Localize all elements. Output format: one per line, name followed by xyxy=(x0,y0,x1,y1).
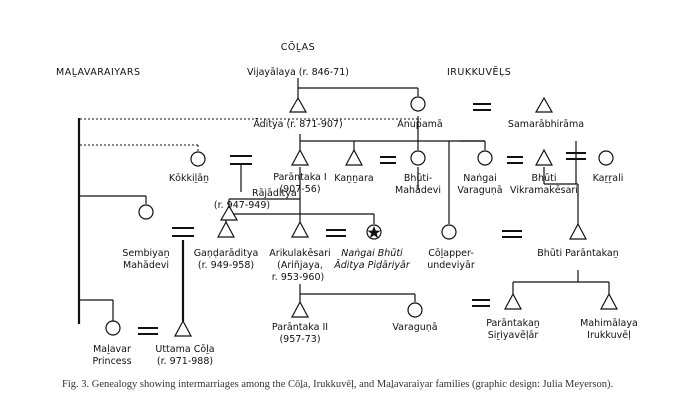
group-label-colas: CŌḺAS xyxy=(281,42,315,53)
person-label-varaguna: Varaguṇā xyxy=(392,322,437,333)
male-triangle-arikulakesari xyxy=(291,220,309,238)
person-label-vijayalaya: Vijayālaya (r. 846-71) xyxy=(247,67,349,78)
male-triangle-mahimalaya xyxy=(600,292,618,310)
person-label-arikulakesari-dates: r. 953-960) xyxy=(272,272,324,283)
person-label-mahimalaya-2: Irukkuvēḷ xyxy=(587,330,631,341)
person-label-arikulakesari-2: (Ariñjaya, xyxy=(277,260,323,271)
person-label-parantakan-siriyavelar-2: Siṟiyavēḷār xyxy=(488,330,539,341)
person-label-nangai-varaguna-2: Varaguṇā xyxy=(457,185,502,196)
female-circle-varaguna xyxy=(407,302,423,318)
person-label-parantakan-siriyavelar: Parāntakaṉ xyxy=(486,318,540,329)
person-label-kannara: Kaṉṉara xyxy=(334,173,373,184)
person-label-malavar-princess: Maḻavar xyxy=(93,344,131,355)
male-triangle-kannara xyxy=(345,148,363,166)
person-label-mahimalaya: Mahimālaya xyxy=(580,318,638,329)
male-triangle-parantaka2 xyxy=(291,300,309,318)
female-circle-malavar-princess xyxy=(105,320,121,336)
person-label-colapper-2: undeviyār xyxy=(427,260,475,271)
person-label-uttama-cola-dates: (r. 971-988) xyxy=(157,356,213,367)
person-label-rajaditya: Rājāditya xyxy=(252,188,297,199)
person-label-nangai-varaguna: Naṅgai xyxy=(463,173,496,184)
person-label-parantaka2-dates: (957-73) xyxy=(279,334,320,345)
male-triangle-parantaka1 xyxy=(291,148,309,166)
person-label-bhuti-mahadevi-2: Mahādevi xyxy=(395,185,441,196)
person-label-sembiyan-2: Mahādevi xyxy=(123,260,169,271)
person-label-bhuti-mahadevi: Bhūti- xyxy=(404,173,432,184)
female-circle-kokkilan xyxy=(190,151,206,167)
person-label-parantaka1: Parāntaka I xyxy=(273,172,326,183)
person-label-kokkilan: Kōkkiḻāṉ xyxy=(169,173,209,184)
person-label-nangai-bhuti-2: Āditya Piḍāriyār xyxy=(333,260,411,271)
person-label-aditya: Āditya (r. 871-907) xyxy=(253,119,342,130)
person-label-colapper: Cōḻapper- xyxy=(428,248,474,259)
person-label-bhuti-vikramakesari: Bhūti xyxy=(532,173,557,184)
person-label-parantaka1-dates: (907-56) xyxy=(279,184,320,195)
person-label-sembiyan: Sembiyaṉ xyxy=(122,248,169,259)
person-label-gandaraditya-dates: (r. 949-958) xyxy=(198,260,254,271)
female-circle-sembiyan xyxy=(138,204,154,220)
male-triangle-gandaraditya xyxy=(217,220,235,238)
male-triangle-uttama-cola xyxy=(174,319,192,337)
female-circle-nangai-varaguna xyxy=(477,150,493,166)
star-icon xyxy=(367,226,381,239)
female-circle-bhuti-mahadevi xyxy=(410,150,426,166)
male-triangle-parantakan-siriyavelar xyxy=(504,292,522,310)
person-label-nangai-bhuti: Naṅgai Bhūti xyxy=(341,248,403,259)
marriage-symbols xyxy=(138,103,586,335)
person-label-bhuti-vikramakesari-2: Vikramakēsari xyxy=(510,185,578,196)
person-label-rajaditya-dates: (r. 947-949) xyxy=(214,200,270,211)
group-label-irukkuvels: IRUKKUVĒḶS xyxy=(447,67,511,78)
male-triangle-bhuti-parantakan xyxy=(569,222,587,240)
person-label-uttama-cola: Uttama Cōḻa xyxy=(155,344,214,355)
person-label-malavar-princess-2: Princess xyxy=(92,356,131,367)
figure-caption: Fig. 3. Genealogy showing intermarriages… xyxy=(62,379,614,390)
labels: CŌḺAS MAḺAVARAIYARS IRUKKUVĒḶS Vijayālay… xyxy=(56,42,638,367)
group-label-malavaraiyars: MAḺAVARAIYARS xyxy=(56,67,140,78)
person-label-samarabhirama: Samarābhirāma xyxy=(508,119,584,130)
person-label-bhuti-parantakan: Bhūti Parāntakaṉ xyxy=(537,248,619,259)
connector-lines xyxy=(77,78,610,324)
person-label-karrali: Kaṟṟali xyxy=(593,173,624,184)
male-triangle-aditya xyxy=(288,96,308,113)
male-triangle-rajaditya xyxy=(219,204,239,221)
person-label-anupama: Anupamā xyxy=(397,119,442,130)
person-label-arikulakesari: Arikulakēsari xyxy=(269,248,330,259)
person-label-gandaraditya: Gaṇḍarāditya xyxy=(194,248,259,259)
female-circle-karrali xyxy=(598,150,614,166)
person-label-parantaka2: Parāntaka II xyxy=(272,322,328,333)
male-triangle-samarabhirama xyxy=(534,96,554,113)
male-triangle-bhuti-vikramakesari xyxy=(535,148,553,166)
person-symbols xyxy=(105,96,618,337)
female-circle-anupama xyxy=(410,96,426,112)
female-circle-colapperundeviyar xyxy=(441,224,457,240)
